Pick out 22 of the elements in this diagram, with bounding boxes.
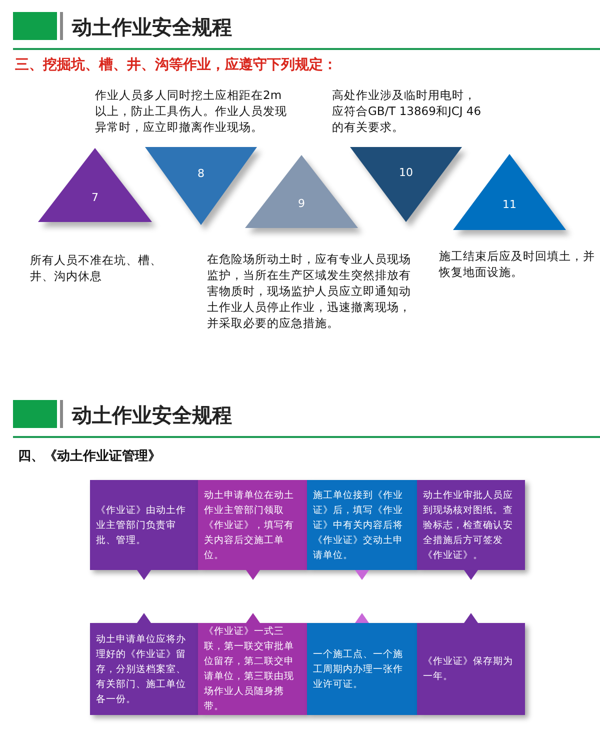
page-heading: 动土作业安全规程 — [72, 402, 232, 429]
text-box: 动土申请单位应将办理好的《作业证》留存，分别送档案室、有关部门、施工单位各一份。 — [90, 623, 198, 715]
number-label: 7 — [90, 190, 100, 204]
caption-text: 在危险场所动土时，应有专业人员现场监护，当所在生产区域发生突然排放有害物质时，现场监护人员应立即通知动土作业人员停止作业，迅速撤离现场，并采取必要的应急措施。 — [207, 251, 412, 331]
section-heading: 三、挖掘坑、槽、井、沟等作业，应遵守下列规定： — [15, 56, 337, 74]
section-heading: 四、《动土作业证管理》 — [18, 448, 161, 465]
number-label: 9 — [297, 197, 306, 210]
number-label: 8 — [196, 166, 206, 180]
page-heading: 动土作业安全规程 — [72, 14, 232, 41]
text-box: 《作业证》由动土作业主管部门负责审批、管理。 — [90, 480, 198, 570]
caption-text: 所有人员不准在坑、槽、井、沟内休息 — [30, 252, 163, 284]
caption-text: 高处作业涉及临时用电时，应符合GB/T 13869和JCJ 46的有关要求。 — [332, 87, 482, 135]
text-box: 《作业证》保存期为一年。 — [417, 623, 525, 715]
text-box: 动土作业审批人员应到现场核对图纸。查验标志，检查确认安全措施后方可签发《作业证》。 — [417, 480, 525, 570]
number-label: 10 — [398, 166, 414, 179]
text-box: 施工单位接到《作业证》后，填写《作业证》中有关内容后将《作业证》交动土申请单位。 — [307, 480, 417, 570]
text-box: 动土申请单位在动土作业主管部门领取《作业证》，填写有关内容后交施工单位。 — [198, 480, 307, 570]
caption-text: 施工结束后应及时回填土，并恢复地面设施。 — [439, 248, 596, 280]
caption-text: 作业人员多人同时挖土应相距在2m以上，防止工具伤人。作业人员发现异常时，应立即撤离作业现场。 — [95, 87, 288, 135]
number-label: 11 — [502, 198, 518, 212]
text-box: 《作业证》一式三联，第一联交审批单位留存，第二联交申请单位，第三联由现场作业人员随身携带。 — [198, 623, 307, 715]
text-box: 一个施工点、一个施工周期内办理一张作业许可证。 — [307, 623, 417, 715]
